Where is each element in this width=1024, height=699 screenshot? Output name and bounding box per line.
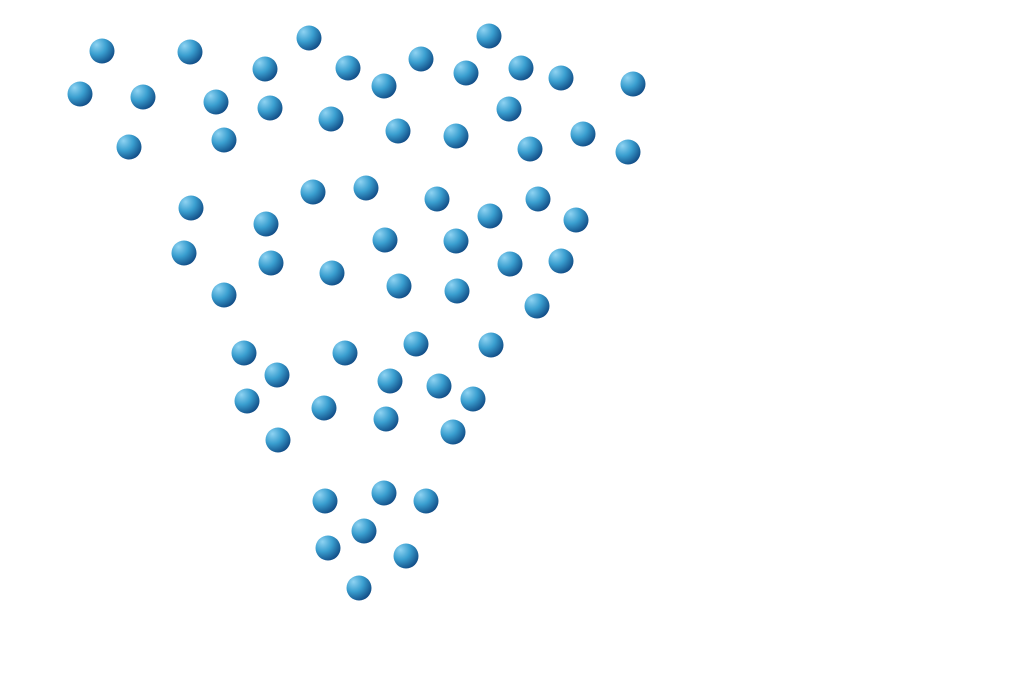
blue-dot (67, 81, 93, 107)
blue-dot (386, 273, 412, 299)
blue-dot (318, 106, 344, 132)
blue-dot (403, 331, 429, 357)
blue-dot (373, 406, 399, 432)
blue-dot (408, 46, 434, 72)
blue-dot (393, 543, 419, 569)
lower-middle-cluster (231, 331, 504, 453)
blue-dot (171, 240, 197, 266)
dots-layer (67, 23, 646, 601)
blue-dot (413, 488, 439, 514)
blue-dot (116, 134, 142, 160)
blue-dot (311, 395, 337, 421)
blue-dot (508, 55, 534, 81)
blue-dot (351, 518, 377, 544)
blue-dot (257, 95, 283, 121)
upper-middle-cluster (171, 175, 589, 319)
blue-dot (203, 89, 229, 115)
blue-dot (332, 340, 358, 366)
blue-dot (443, 228, 469, 254)
blue-dot (319, 260, 345, 286)
blue-dot (385, 118, 411, 144)
blue-dot (300, 179, 326, 205)
blue-dot (335, 55, 361, 81)
blue-dot (478, 332, 504, 358)
blue-dot (570, 121, 596, 147)
blue-dot (620, 71, 646, 97)
blue-dot (496, 96, 522, 122)
blue-dot (346, 575, 372, 601)
blue-dot (353, 175, 379, 201)
blue-dot (130, 84, 156, 110)
blue-dot (476, 23, 502, 49)
blue-dot (252, 56, 278, 82)
blue-dot (372, 227, 398, 253)
blue-dot (211, 127, 237, 153)
blue-dot (444, 278, 470, 304)
blue-dot (453, 60, 479, 86)
blue-dot (296, 25, 322, 51)
blue-dot (231, 340, 257, 366)
blue-dot (371, 73, 397, 99)
blue-dot (548, 248, 574, 274)
blue-dot (253, 211, 279, 237)
blue-dot (477, 203, 503, 229)
blue-dot (615, 139, 641, 165)
blue-dot (234, 388, 260, 414)
blue-dot (89, 38, 115, 64)
blue-dot (497, 251, 523, 277)
bottom-cluster (312, 480, 439, 601)
blue-dot (177, 39, 203, 65)
blue-dot (315, 535, 341, 561)
blue-dot (377, 368, 403, 394)
blue-dot (460, 386, 486, 412)
blue-dot (258, 250, 284, 276)
blue-dot (443, 123, 469, 149)
blue-dot (525, 186, 551, 212)
blue-dot (264, 362, 290, 388)
blue-dot (424, 186, 450, 212)
blue-dot (563, 207, 589, 233)
blue-dot (178, 195, 204, 221)
blue-dot (548, 65, 574, 91)
top-cluster (67, 23, 646, 165)
blue-dot (312, 488, 338, 514)
blue-dot (517, 136, 543, 162)
blue-dot (211, 282, 237, 308)
blue-dot (524, 293, 550, 319)
blue-dot (265, 427, 291, 453)
blue-dot (371, 480, 397, 506)
blue-dot (426, 373, 452, 399)
blue-dot (440, 419, 466, 445)
